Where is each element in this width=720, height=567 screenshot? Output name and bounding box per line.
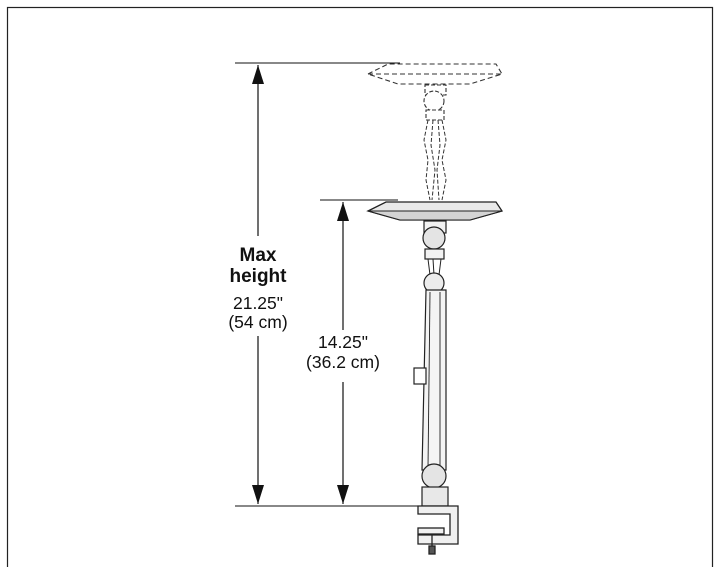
base-joint [421, 463, 449, 507]
main-arm [413, 289, 447, 471]
top-tilt-joint [422, 220, 447, 260]
raised-arm-ghost [423, 119, 447, 201]
max-height-label: Max height 21.25" (54 cm) [218, 244, 298, 334]
upper-link [427, 258, 442, 276]
raised-joint-ghost [423, 84, 447, 121]
frame-border [6, 6, 714, 567]
min-height-cm: (36.2 cm) [306, 351, 380, 372]
min-height-inches: 14.25" [317, 332, 368, 352]
raised-plate-ghost [366, 63, 503, 85]
desk-clamp [417, 505, 459, 555]
max-height-dimension-arrow [252, 65, 264, 504]
max-height-cm: (54 cm) [228, 312, 288, 333]
max-height-title-line1: Max [239, 245, 277, 266]
min-height-label: 14.25" (36.2 cm) [293, 332, 393, 374]
max-height-inches: 21.25" [232, 292, 283, 313]
min-height-dimension-arrow [337, 202, 349, 504]
monitor-plate [366, 201, 504, 221]
max-height-title-line2: height [229, 266, 287, 288]
